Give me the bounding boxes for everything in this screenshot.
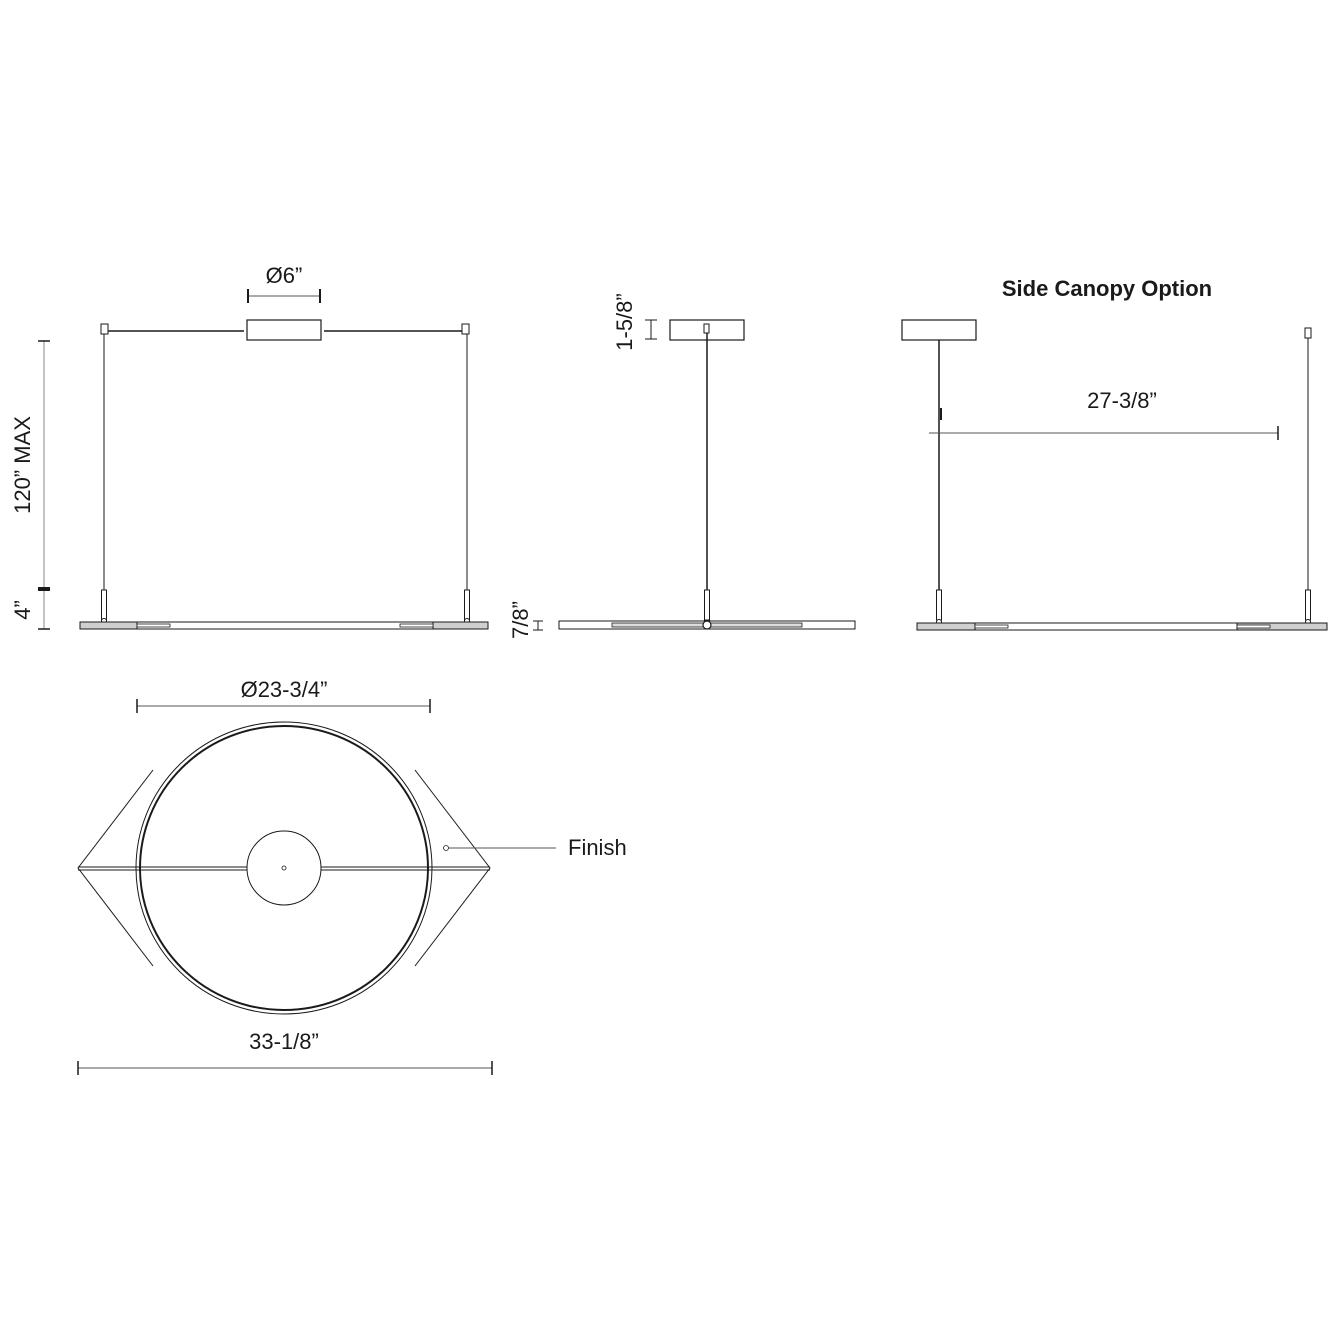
side-canopy-view [901,319,1328,631]
side-view [533,319,856,631]
overall-width-label: 33-1/8” [249,1029,319,1054]
bar-thickness-label: 7/8” [508,601,533,639]
top-view [77,699,556,1075]
canopy-diameter-label: Ø6” [266,263,303,288]
front-view [38,289,489,630]
canopy-height-label: 1-5/8” [612,293,637,350]
finish-callout-label: Finish [568,835,627,860]
ring-diameter-label: Ø23-3/4” [241,677,328,702]
side-canopy-heading: Side Canopy Option [1002,276,1212,301]
offset-label: 27-3/8” [1087,388,1157,413]
bar-height-label: 4” [10,600,35,620]
max-height-label: 120” MAX [10,416,35,514]
